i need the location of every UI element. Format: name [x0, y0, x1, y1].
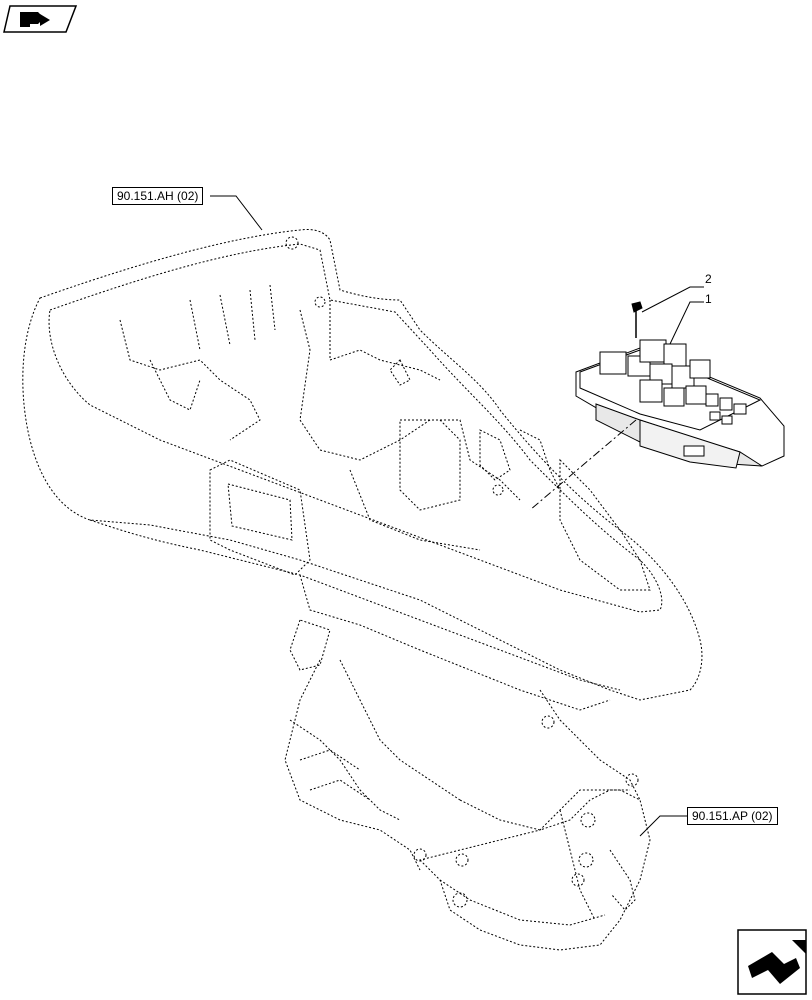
callout-fuse-box: 1: [705, 292, 712, 306]
fuse-box-assembly: [575, 301, 785, 469]
leader-lines: [210, 195, 704, 837]
assembly-line: [529, 419, 637, 511]
console-housing: [22, 229, 703, 951]
navigation-arrow-icon[interactable]: [3, 5, 78, 33]
reference-label-lower[interactable]: 90.151.AP (02): [687, 807, 778, 825]
callout-screw: 2: [705, 272, 712, 286]
page-turn-arrow-icon[interactable]: [737, 929, 807, 995]
reference-label-upper[interactable]: 90.151.AH (02): [112, 187, 204, 205]
